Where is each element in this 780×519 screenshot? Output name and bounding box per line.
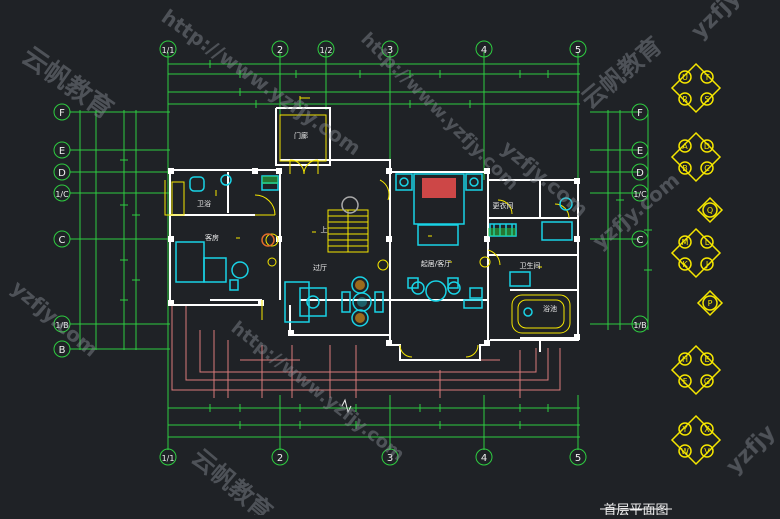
legend-key-f: F (683, 377, 688, 386)
foundation-lines (171, 305, 561, 398)
axis-label-right-3: D (636, 168, 644, 179)
axis-label-left-2: E (59, 146, 65, 157)
doors-and-trim (164, 96, 571, 358)
axis-label-top-2: 2 (277, 45, 283, 56)
legend-key-t: T (704, 73, 710, 82)
axis-label-right-5: C (637, 235, 644, 246)
axis-bubbles-left (53, 103, 71, 358)
legend-key-l: L (705, 238, 710, 247)
legend-key-c: C (704, 164, 710, 173)
legend-key-k: K (682, 260, 688, 269)
legend-key-d: D (704, 142, 710, 151)
axis-label-top-4: 3 (387, 45, 393, 56)
legend-key-q: Q (707, 206, 713, 215)
drawing-title: 首层平面图 (603, 503, 668, 515)
axis-label-right-4: 1/C (633, 190, 647, 199)
axis-label-bottom-1: 1/1 (162, 454, 175, 463)
axis-label-right-1: F (637, 108, 643, 119)
axis-label-left-6: 1/B (55, 321, 68, 330)
axis-label-top-5: 4 (481, 45, 487, 56)
legend-key-v: V (704, 447, 710, 456)
legend-key-e: E (704, 355, 709, 364)
axis-bubbles-top (159, 40, 587, 58)
legend-key-y: Y (682, 425, 688, 434)
axis-label-top-3: 1/2 (320, 46, 333, 55)
axis-label-left-3: D (58, 168, 66, 179)
room-label-foyer: 门廊 (294, 131, 308, 140)
legend-symbols (670, 62, 724, 466)
legend-key-m: M (682, 238, 689, 247)
room-label-lounge: 起居/客厅 (421, 259, 451, 268)
legend-key-a: A (682, 142, 688, 151)
room-label-hall: 过厅 (313, 263, 327, 272)
legend-key-p: P (708, 299, 713, 308)
axis-label-top-1: 1/1 (162, 46, 175, 55)
axis-label-left-5: C (59, 235, 66, 246)
room-label-dressing: 更衣间 (493, 201, 514, 210)
room-label-guest-room: 客房 (205, 233, 219, 242)
axis-label-left-4: 1/C (55, 190, 69, 199)
room-label-bathroom-right: 卫生间 (520, 261, 541, 270)
legend-key-b: B (682, 164, 688, 173)
legend-key-u: U (682, 73, 688, 82)
legend-key-s: S (704, 95, 709, 104)
room-label-stair-up: 上 (321, 225, 328, 234)
legend-key-h: H (682, 355, 688, 364)
axis-bubbles-bottom (159, 448, 587, 466)
axis-label-left-7: B (59, 345, 66, 356)
furniture-accents (261, 176, 516, 323)
axis-label-top-6: 5 (575, 45, 581, 56)
axis-label-left-1: F (59, 108, 65, 119)
legend-key-j: J (705, 260, 708, 269)
legend-key-w: W (681, 447, 689, 456)
break-marks (341, 398, 352, 414)
axis-label-right-6: 1/B (633, 321, 646, 330)
room-label-bathroom-left: 卫浴 (197, 199, 211, 208)
axis-label-bottom-4: 4 (481, 453, 487, 464)
axis-label-bottom-2: 2 (277, 453, 283, 464)
furniture (175, 173, 573, 327)
axis-label-bottom-5: 5 (575, 453, 581, 464)
wall-columns (168, 168, 580, 346)
room-label-bath: 浴池 (543, 304, 557, 313)
legend-key-g: G (704, 377, 710, 386)
legend-key-r: R (682, 95, 688, 104)
axis-bubbles-right (631, 103, 649, 333)
axis-label-right-2: E (637, 146, 643, 157)
axis-label-bottom-3: 3 (387, 453, 393, 464)
legend-key-x: X (704, 425, 710, 434)
